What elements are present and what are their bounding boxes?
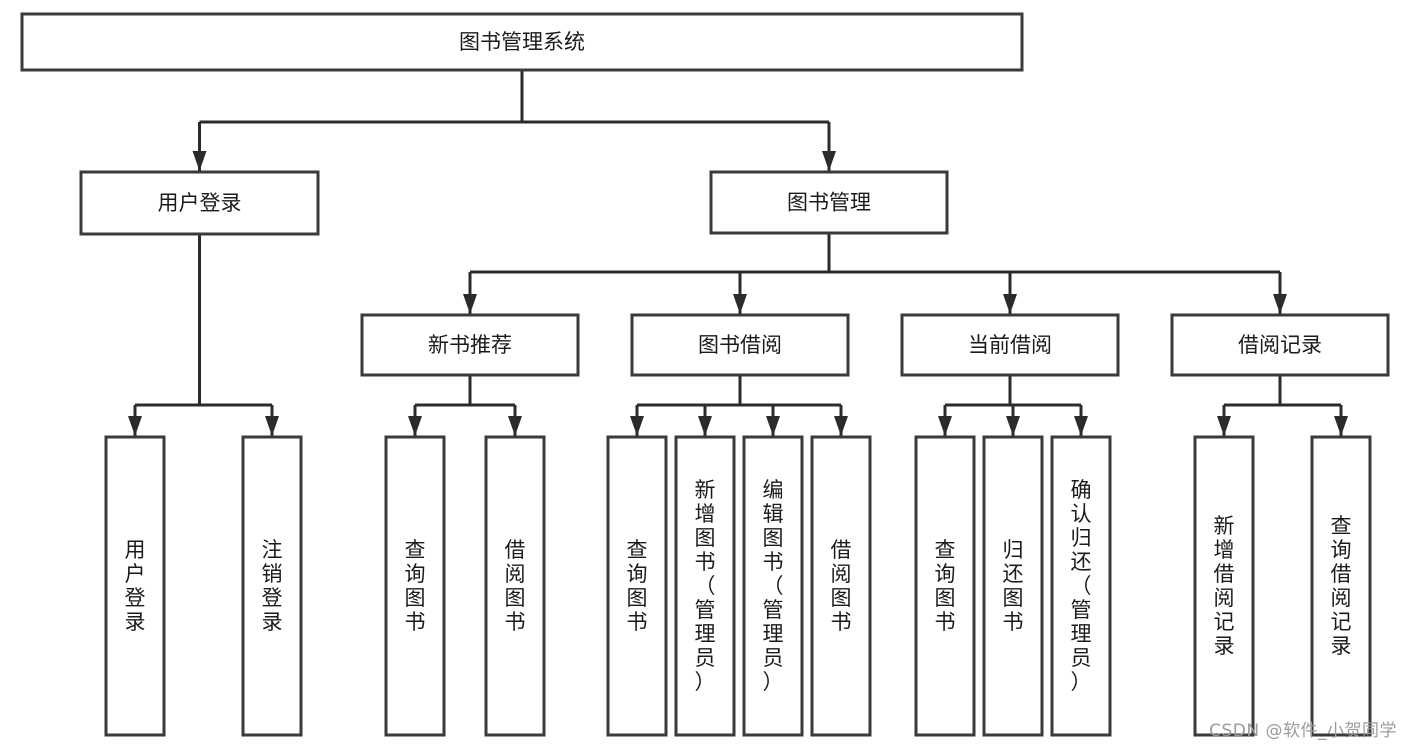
node-book-management[interactable]: 图书管理: [709, 170, 949, 235]
node-label-leaf-borrow-book: 借阅图书: [831, 538, 852, 634]
arrow-head-icon: [630, 416, 644, 436]
arrow-head-icon: [698, 416, 712, 436]
node-box-leaf-confirm-return-admin: [1050, 435, 1112, 737]
arrow-head-icon: [463, 294, 477, 314]
node-box-new-book-recommend: [360, 313, 580, 377]
node-label-leaf-add-borrow-record: 新增借阅记录: [1214, 514, 1235, 658]
node-label-leaf-return-book: 归还图书: [1003, 538, 1024, 634]
arrow-head-icon: [128, 416, 142, 436]
node-label-leaf-edit-book-admin: 编辑图书（管理员）: [763, 478, 784, 694]
node-label-leaf-borrow-book-recommend: 借阅图书: [505, 538, 526, 634]
node-label-leaf-query-book-recommend: 查询图书: [405, 538, 426, 634]
node-label-new-book-recommend: 新书推荐: [428, 333, 512, 357]
node-label-borrow-record: 借阅记录: [1238, 333, 1322, 357]
node-label-leaf-user-login: 用户登录: [125, 538, 146, 634]
node-borrow-record[interactable]: 借阅记录: [1170, 313, 1390, 377]
node-box-leaf-query-borrow-record: [1310, 435, 1372, 737]
node-leaf-borrow-book-recommend[interactable]: 借阅图书: [484, 435, 546, 737]
arrow-head-icon: [1273, 294, 1287, 314]
node-label-leaf-user-logout: 注销登录: [262, 538, 283, 634]
node-box-leaf-return-book: [982, 435, 1044, 737]
node-box-leaf-borrow-book-recommend: [484, 435, 546, 737]
node-leaf-edit-book-admin[interactable]: 编辑图书（管理员）: [742, 435, 804, 737]
node-leaf-user-login[interactable]: 用户登录: [104, 435, 166, 737]
node-box-book-management: [709, 170, 949, 235]
node-leaf-query-borrow-record[interactable]: 查询借阅记录: [1310, 435, 1372, 737]
node-leaf-borrow-book[interactable]: 借阅图书: [810, 435, 872, 737]
node-user-login[interactable]: 用户登录: [79, 170, 320, 236]
node-label-leaf-query-book-current: 查询图书: [935, 538, 956, 634]
node-layer: 图书管理系统用户登录图书管理新书推荐图书借阅当前借阅借阅记录用户登录注销登录查询…: [20, 12, 1390, 737]
arrow-head-icon: [1334, 416, 1348, 436]
node-box-leaf-add-book-admin: [674, 435, 736, 737]
node-box-leaf-edit-book-admin: [742, 435, 804, 737]
node-box-leaf-user-logout: [241, 435, 303, 737]
arrow-head-icon: [1006, 416, 1020, 436]
arrow-head-icon: [1074, 416, 1088, 436]
node-leaf-query-book-borrow[interactable]: 查询图书: [606, 435, 668, 737]
node-leaf-confirm-return-admin[interactable]: 确认归还（管理员）: [1050, 435, 1112, 737]
node-label-root: 图书管理系统: [459, 30, 585, 54]
arrow-head-icon: [265, 416, 279, 436]
node-box-borrow-record: [1170, 313, 1390, 377]
node-label-leaf-query-book-borrow: 查询图书: [627, 538, 648, 634]
arrow-head-icon: [733, 294, 747, 314]
node-leaf-add-borrow-record[interactable]: 新增借阅记录: [1193, 435, 1255, 737]
node-root[interactable]: 图书管理系统: [20, 12, 1024, 72]
arrow-head-icon: [938, 416, 952, 436]
arrow-head-icon: [1003, 294, 1017, 314]
connector-layer: [128, 70, 1348, 436]
node-box-leaf-user-login: [104, 435, 166, 737]
arrow-head-icon: [822, 151, 836, 171]
arrow-head-icon: [1217, 416, 1231, 436]
node-box-current-borrow: [900, 313, 1120, 377]
arrow-head-icon: [408, 416, 422, 436]
node-label-leaf-confirm-return-admin: 确认归还（管理员）: [1071, 478, 1092, 694]
node-box-book-borrow: [630, 313, 850, 377]
node-box-root: [20, 12, 1024, 72]
node-leaf-return-book[interactable]: 归还图书: [982, 435, 1044, 737]
node-leaf-add-book-admin[interactable]: 新增图书（管理员）: [674, 435, 736, 737]
node-box-leaf-query-book-borrow: [606, 435, 668, 737]
node-box-leaf-add-borrow-record: [1193, 435, 1255, 737]
node-book-borrow[interactable]: 图书借阅: [630, 313, 850, 377]
arrow-head-icon: [192, 151, 207, 171]
node-current-borrow[interactable]: 当前借阅: [900, 313, 1120, 377]
node-box-leaf-borrow-book: [810, 435, 872, 737]
node-leaf-query-book-current[interactable]: 查询图书: [914, 435, 976, 737]
node-box-user-login: [79, 170, 320, 236]
node-box-leaf-query-book-current: [914, 435, 976, 737]
node-label-book-borrow: 图书借阅: [698, 333, 782, 357]
arrow-head-icon: [508, 416, 522, 436]
node-label-leaf-add-book-admin: 新增图书（管理员）: [695, 478, 716, 694]
node-label-book-management: 图书管理: [787, 191, 871, 215]
csdn-watermark: CSDN @软件_小贺同学: [1209, 721, 1397, 741]
node-leaf-query-book-recommend[interactable]: 查询图书: [384, 435, 446, 737]
node-label-leaf-query-borrow-record: 查询借阅记录: [1331, 514, 1352, 658]
node-leaf-user-logout[interactable]: 注销登录: [241, 435, 303, 737]
node-new-book-recommend[interactable]: 新书推荐: [360, 313, 580, 377]
node-label-user-login: 用户登录: [158, 191, 242, 215]
node-label-current-borrow: 当前借阅: [968, 333, 1052, 357]
arrow-head-icon: [834, 416, 848, 436]
arrow-head-icon: [766, 416, 780, 436]
node-box-leaf-query-book-recommend: [384, 435, 446, 737]
